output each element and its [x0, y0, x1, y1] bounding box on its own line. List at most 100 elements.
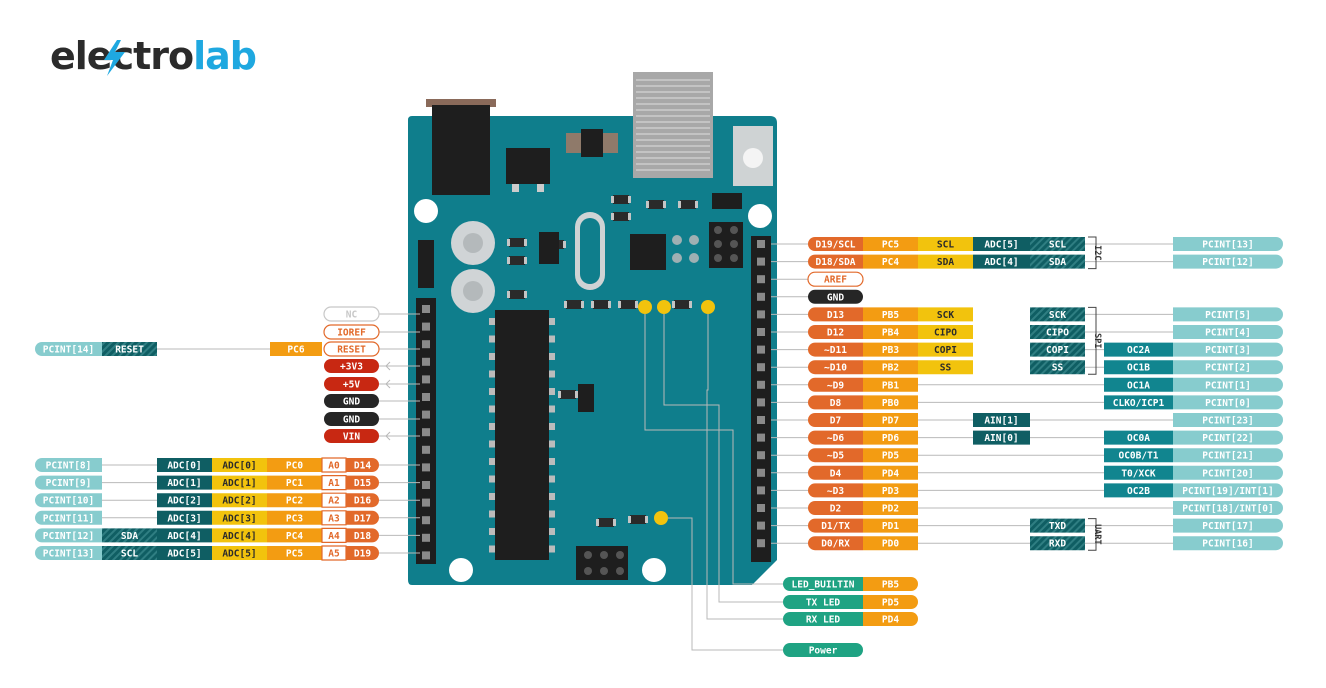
- right-pin-4-text: D13: [827, 310, 844, 321]
- reset-port: PC6: [270, 342, 322, 356]
- analog-pin-5-text: D19: [354, 549, 371, 560]
- mounting-hole: [449, 558, 473, 582]
- analog-pin-2-text: D16: [354, 496, 371, 507]
- led-label-3-text: Power: [809, 646, 838, 657]
- analog-port-0-text: PC0: [286, 461, 303, 472]
- right-bus-17-text: RXD: [1049, 539, 1066, 550]
- power-pin-1: IOREF: [323, 324, 380, 340]
- right-timer-13: T0/XCK: [1104, 465, 1173, 480]
- analog-pin-2: D16: [346, 493, 380, 508]
- power-pin-6: GND: [324, 412, 379, 426]
- right-pin-6-text: ~D11: [824, 345, 847, 356]
- right-pcint-14-text: PCINT[19]/INT[1]: [1182, 486, 1274, 497]
- right-ain-11: AIN[0]: [973, 430, 1030, 445]
- voltage-regulator: [506, 148, 550, 184]
- right-bus-5: CIPO: [1030, 325, 1085, 339]
- logo-text-part1: ele: [50, 34, 113, 78]
- reset-alt-text: RESET: [115, 345, 144, 356]
- right-pcint-13: PCINT[20]: [1173, 465, 1283, 480]
- right-pin-2-text: AREF: [824, 275, 847, 286]
- analog-name-2-text: A2: [328, 496, 339, 507]
- right-pin-7: ~D10: [808, 360, 863, 375]
- analog-adc2-4: ADC[4]: [212, 528, 267, 543]
- analog-name-5-text: A5: [328, 549, 340, 560]
- analog-adc2-1-text: ADC[1]: [222, 478, 256, 489]
- right-port-15-text: PD2: [882, 504, 899, 515]
- led-label-1: TX LED: [783, 595, 863, 609]
- right-pcint-10-text: PCINT[23]: [1202, 416, 1253, 427]
- right-timer-11-text: OC0A: [1127, 433, 1150, 444]
- bus-bracket-0: [1088, 236, 1097, 270]
- analog-name-3: A3: [321, 510, 347, 526]
- power-pin-1-text: IOREF: [337, 328, 366, 339]
- power-pin-3: +3V3: [324, 359, 379, 373]
- analog-adc-4: ADC[4]: [157, 528, 212, 543]
- right-pcint-7-text: PCINT[2]: [1205, 363, 1251, 374]
- right-pin-14-text: ~D3: [827, 486, 844, 497]
- right-pin-11-text: ~D6: [827, 433, 844, 444]
- right-pcint-1-text: PCINT[12]: [1202, 257, 1253, 268]
- right-pcint-5: PCINT[4]: [1173, 325, 1283, 339]
- icsp-header-top: [709, 222, 743, 268]
- right-timer-9-text: CLKO/ICP1: [1113, 398, 1165, 409]
- right-pcint-16: PCINT[17]: [1173, 518, 1283, 533]
- arduino-board: [408, 72, 777, 585]
- right-pin-2: AREF: [807, 271, 864, 287]
- right-ain-10-text: AIN[1]: [984, 416, 1018, 427]
- analog-adc-0: ADC[0]: [157, 458, 212, 472]
- analog-adc-0-text: ADC[0]: [167, 461, 201, 472]
- arrow-icon: [385, 379, 391, 389]
- right-port-7: PB2: [863, 360, 918, 375]
- analog-name-4-text: A4: [328, 531, 340, 542]
- analog-port-2: PC2: [267, 493, 322, 508]
- analog-name-0-text: A0: [328, 461, 340, 472]
- bus-group-label-0: I2C: [1092, 245, 1102, 260]
- right-pcint-4-text: PCINT[5]: [1205, 310, 1251, 321]
- right-pin-0: D19/SCL: [808, 237, 863, 251]
- right-bus-0-text: SCL: [1049, 240, 1066, 251]
- right-port-17-text: PD0: [882, 539, 899, 550]
- right-bus-16: TXD: [1030, 518, 1085, 533]
- right-pin-14: ~D3: [808, 483, 863, 498]
- logo-text-part3: lab: [193, 34, 257, 78]
- analog-name-3-text: A3: [328, 513, 340, 524]
- analog-pcint-3-text: PCINT[11]: [43, 513, 94, 524]
- analog-adc-3: ADC[3]: [157, 510, 212, 525]
- led-port-0: PB5: [863, 577, 918, 591]
- right-pin-13: D4: [808, 465, 863, 480]
- right-pcint-14: PCINT[19]/INT[1]: [1173, 483, 1283, 498]
- analog-port-5: PC5: [267, 546, 322, 560]
- analog-adc2-0: ADC[0]: [212, 458, 267, 472]
- right-port-17: PD0: [863, 536, 918, 551]
- reset-pcint: PCINT[14]: [35, 342, 102, 356]
- analog-adc-2: ADC[2]: [157, 493, 212, 508]
- right-port-8: PB1: [863, 377, 918, 392]
- right-pin-3: GND: [808, 289, 864, 304]
- right-pin-1-text: D18/SDA: [815, 257, 855, 268]
- right-port-1-text: PC4: [882, 257, 899, 268]
- analog-extra-5-text: SCL: [121, 549, 138, 560]
- analog-adc-2-text: ADC[2]: [167, 496, 201, 507]
- right-pcint-17: PCINT[16]: [1173, 536, 1283, 551]
- analog-port-5-text: PC5: [286, 549, 303, 560]
- analog-pcint-2-text: PCINT[10]: [43, 496, 94, 507]
- right-pin-4: D13: [808, 307, 863, 322]
- right-pin-17-text: D0/RX: [821, 539, 850, 550]
- bus-group-label-1: SPI: [1092, 333, 1102, 348]
- analog-pin-0-text: D14: [354, 461, 371, 472]
- right-timer-14: OC2B: [1104, 483, 1173, 498]
- right-pcint-15: PCINT[18]/INT[0]: [1173, 501, 1283, 515]
- right-pin-6: ~D11: [808, 342, 863, 357]
- analog-adc-3-text: ADC[3]: [167, 513, 201, 524]
- right-port-9-text: PB0: [882, 398, 899, 409]
- led-label-3: Power: [783, 643, 863, 657]
- right-func-6-text: COPI: [934, 345, 957, 356]
- right-timer-12-text: OC0B/T1: [1118, 451, 1158, 462]
- right-port-13-text: PD4: [882, 468, 899, 479]
- right-adc-1: ADC[4]: [973, 254, 1030, 269]
- right-timer-7: OC1B: [1104, 360, 1173, 375]
- right-adc-0-text: ADC[5]: [984, 240, 1018, 251]
- analog-pin-1: D15: [346, 475, 380, 490]
- bus-bracket-1: [1088, 306, 1097, 375]
- analog-pin-5: D19: [346, 546, 379, 560]
